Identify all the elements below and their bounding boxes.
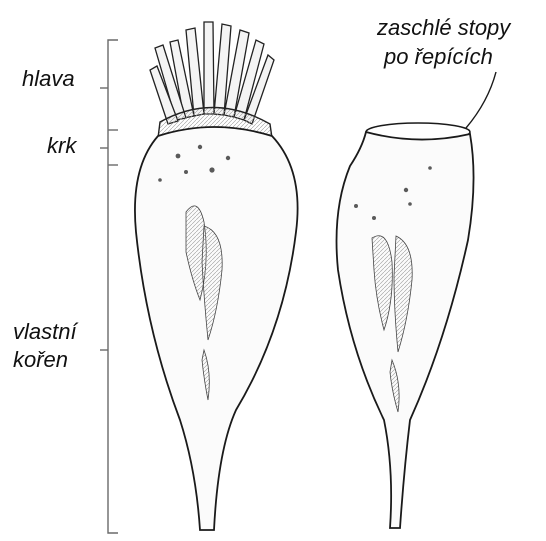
label-traces-line1: zaschlé stopy	[377, 15, 510, 41]
label-traces-line2: po řepících	[384, 44, 493, 70]
traces-leader-line	[466, 72, 496, 128]
part-bracket	[100, 40, 118, 533]
label-root-line2: kořen	[13, 347, 68, 373]
label-head: hlava	[22, 66, 75, 92]
label-neck: krk	[47, 133, 76, 159]
left-beet-body	[135, 127, 298, 530]
label-root-line1: vlastní	[13, 319, 77, 345]
